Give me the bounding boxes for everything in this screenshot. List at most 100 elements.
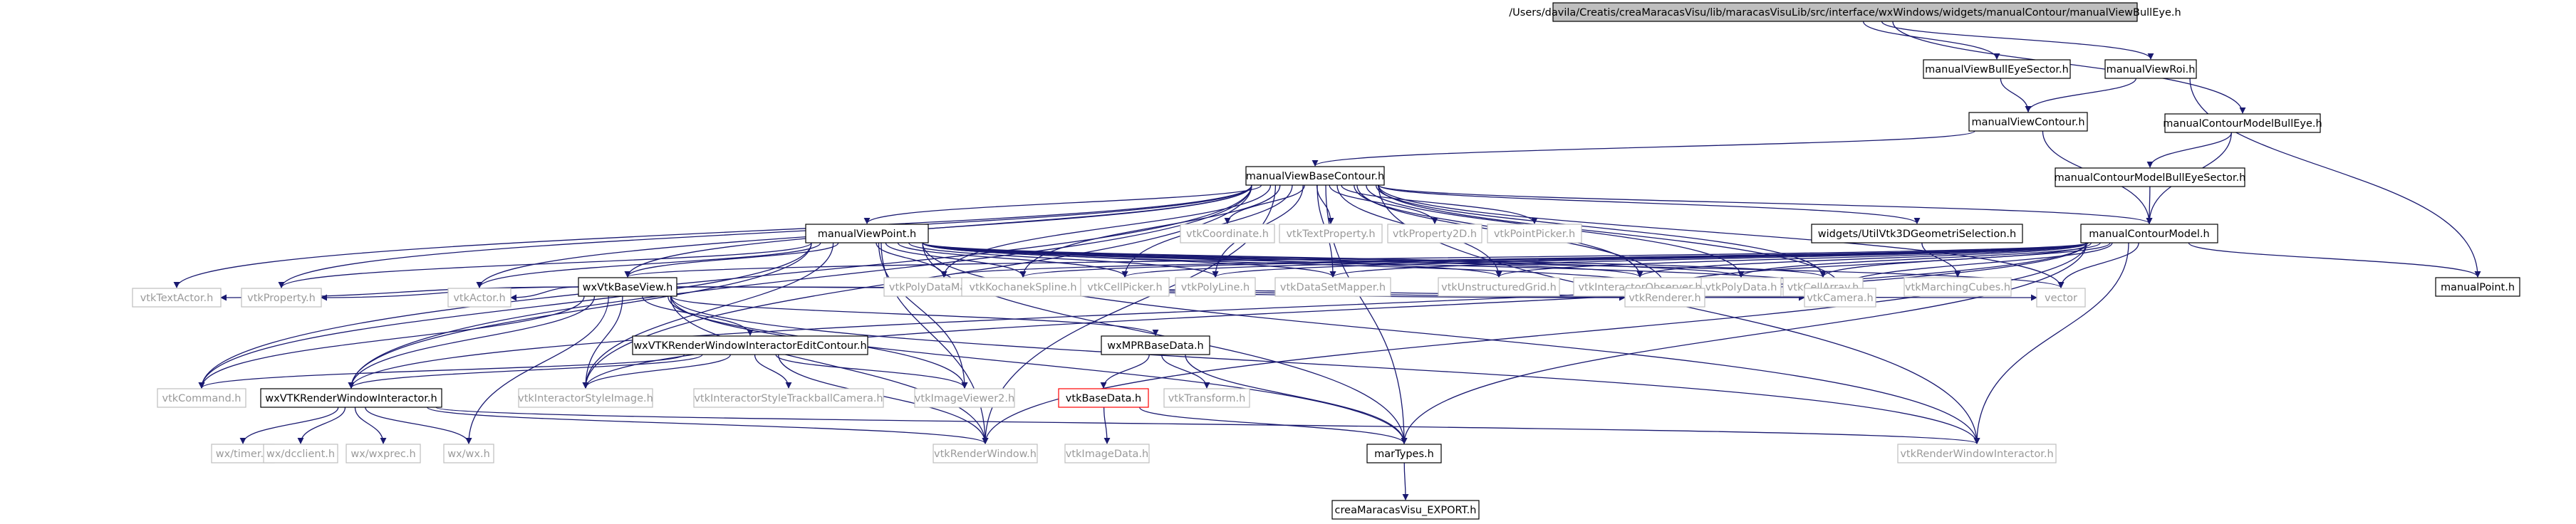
node-wx-wx: wx/wx.h: [443, 444, 494, 463]
node-box: [961, 277, 1085, 297]
node-wx-vtkedit-contour[interactable]: wxVTKRenderWindowInteractorEditContour.h: [632, 335, 868, 355]
edge-wx-vtkedit-contour-to-wx-vtkrwi: [348, 354, 703, 389]
node-label: vtkPointPicker.h: [1494, 229, 1575, 240]
node-root[interactable]: /Users/davila/Creatis/creaMaracasVisu/li…: [1509, 2, 2181, 22]
edge-view-point-to-wx-vtkrwi: [348, 242, 812, 389]
node-label: manualContourModel.h: [2089, 229, 2210, 240]
node-label: manualViewContour.h: [1971, 117, 2084, 128]
node-contour-model[interactable]: manualContourModel.h: [2080, 224, 2218, 243]
edge-view-point-to-wx-vtk-base-view: [624, 242, 839, 278]
node-box: [578, 277, 677, 297]
edge-wx-vtkedit-contour-to-vtk-trackball: [754, 354, 792, 389]
node-box: [2104, 59, 2197, 79]
node-vtk-renderer: vtkRenderer.h: [1624, 288, 1705, 308]
edge-view-roi-to-view-contour: [2025, 78, 2137, 112]
node-wx-vtk-base-view[interactable]: wxVtkBaseView.h: [578, 277, 677, 297]
node-box: [1387, 224, 1482, 243]
dependency-edges: [173, 21, 2481, 501]
node-model-bull-eye[interactable]: manualContourModelBullEye.h: [2163, 113, 2322, 133]
node-box: [1624, 288, 1705, 308]
node-view-contour[interactable]: manualViewContour.h: [1968, 112, 2088, 132]
edge-view-base-contour-to-vector: [1378, 184, 2065, 288]
node-box: [2080, 224, 2218, 243]
node-box: [1064, 444, 1150, 463]
edge-wx-vtk-base-view-to-mar-types: [670, 295, 1408, 444]
node-box: [346, 444, 421, 463]
node-view-bull-eye-sector[interactable]: manualViewBullEyeSector.h: [1923, 59, 2071, 79]
node-vtk-image-viewer2: vtkImageViewer2.h: [914, 388, 1015, 408]
node-label: vtkRenderWindow.h: [934, 449, 1037, 460]
edge-view-roi-to-manual-point: [2189, 78, 2481, 278]
node-wx-vtkrwi[interactable]: wxVTKRenderWindowInteractor.h: [260, 388, 442, 408]
edge-contour-model-to-wx-vtkrwi: [348, 242, 2087, 389]
node-label: vtkTextActor.h: [140, 293, 214, 304]
node-vtk-marching-cubes: vtkMarchingCubes.h: [1904, 277, 2012, 297]
edge-wx-mprbase-data-to-vtk-base-data: [1100, 354, 1150, 389]
node-box: [1080, 277, 1170, 297]
edge-wx-vtkrwi-to-wx-timer: [239, 407, 339, 444]
node-label: manualPoint.h: [2441, 282, 2515, 293]
node-box: [260, 388, 442, 408]
node-label: vtkPolyData.h: [1705, 282, 1777, 293]
edge-view-base-contour-to-util-vtk3-d: [1378, 184, 1921, 224]
node-box: [1552, 2, 2138, 22]
edge-util-vtk3-d-to-vtk-marching-cubes: [1921, 242, 1961, 278]
node-vtk-base-data[interactable]: vtkBaseData.h: [1058, 388, 1149, 408]
node-box: [2055, 167, 2245, 187]
node-label: vtkMarchingCubes.h: [1905, 282, 2010, 293]
edge-contour-model-to-mar-types: [1401, 242, 2087, 444]
node-box: [447, 288, 511, 308]
node-view-base-contour[interactable]: manualViewBaseContour.h: [1245, 166, 1385, 186]
edge-contour-model-to-vtk-render-window: [982, 242, 2087, 444]
edge-wx-vtk-base-view-to-wx-vtkedit-contour: [641, 295, 754, 336]
node-box: [1897, 444, 2057, 463]
edge-view-base-contour-to-vtk-camera: [1377, 184, 1844, 288]
edge-model-bull-eye-to-model-bull-eye-sector: [2146, 132, 2233, 168]
edge-mar-types-to-crea-export: [1402, 462, 1409, 501]
node-mar-types[interactable]: marTypes.h: [1366, 444, 1442, 463]
node-label: manualViewPoint.h: [818, 229, 917, 240]
node-box: [1923, 59, 2071, 79]
node-view-point[interactable]: manualViewPoint.h: [805, 224, 929, 243]
edge-view-point-to-vtk-interactor-style-image: [582, 242, 834, 389]
edge-contour-model-to-manual-point: [2188, 242, 2481, 278]
node-wx-exprec: wx/wxprec.h: [346, 444, 421, 463]
node-box: [518, 388, 653, 408]
node-crea-export[interactable]: creaMaracasVisu_EXPORT.h: [1331, 500, 1480, 520]
node-label: vtkProperty2D.h: [1393, 229, 1477, 240]
node-label: manualViewBaseContour.h: [1246, 171, 1384, 182]
node-box: [2036, 288, 2086, 308]
node-box: [2164, 113, 2321, 133]
node-vtk-coordinate: vtkCoordinate.h: [1180, 224, 1275, 243]
node-model-bull-eye-sector[interactable]: manualContourModelBullEyeSector.h: [2055, 167, 2246, 187]
node-label: vtkTextProperty.h: [1286, 229, 1375, 240]
node-box: [1279, 224, 1383, 243]
node-label: wxVTKRenderWindowInteractorEditContour.h: [633, 340, 866, 352]
edge-view-point-to-vtk-cell-picker: [897, 242, 1128, 278]
node-label: vtkUnstructuredGrid.h: [1441, 282, 1557, 293]
node-box: [914, 388, 1015, 408]
node-vtk-poly-line: vtkPolyLine.h: [1175, 277, 1256, 297]
node-label: vtkInteractorStyleTrackballCamera.h: [694, 393, 883, 404]
node-manual-point[interactable]: manualPoint.h: [2435, 277, 2520, 297]
node-vector: vector: [2036, 288, 2086, 308]
node-wx-mprbase-data[interactable]: wxMPRBaseData.h: [1101, 335, 1210, 355]
node-label: vtkTransform.h: [1168, 393, 1246, 404]
edge-contour-model-to-vtk-poly-data: [1738, 242, 2101, 278]
node-label: widgets/UtilVtk3DGeometriSelection.h: [1818, 229, 2016, 240]
edge-wx-vtkrwi-to-wx-wx: [365, 407, 472, 444]
node-label: vtkCoordinate.h: [1186, 229, 1269, 240]
node-vtk-trackball: vtkInteractorStyleTrackballCamera.h: [693, 388, 884, 408]
node-label: vtkProperty.h: [247, 293, 316, 304]
node-util-vtk3-d[interactable]: widgets/UtilVtk3DGeometriSelection.h: [1811, 224, 2023, 243]
node-vtk-camera: vtkCamera.h: [1804, 288, 1876, 308]
edge-wx-vtkrwi-to-vtk-rwi: [435, 407, 1980, 444]
edge-wx-vtk-base-view-to-vtk-actor: [510, 286, 579, 301]
node-box: [1331, 500, 1480, 520]
node-label: vtkBaseData.h: [1066, 393, 1141, 404]
node-box: [2435, 277, 2520, 297]
node-box: [1175, 277, 1256, 297]
node-vtk-interactor-style-image: vtkInteractorStyleImage.h: [518, 388, 653, 408]
node-view-roi[interactable]: manualViewRoi.h: [2104, 59, 2197, 79]
edge-wx-vtk-base-view-to-vtk-command: [198, 295, 585, 389]
